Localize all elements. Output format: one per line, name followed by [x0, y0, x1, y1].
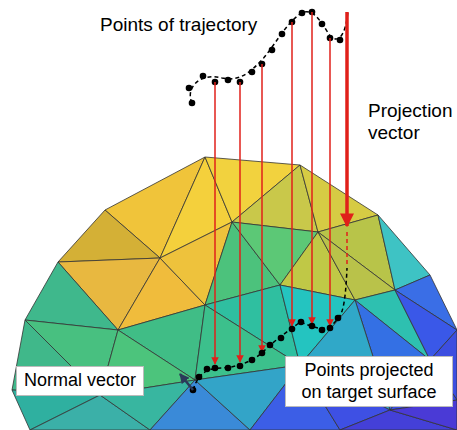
callout-text: Points projected on target surface	[293, 360, 445, 403]
point	[298, 319, 305, 326]
point	[225, 77, 232, 84]
point	[319, 327, 326, 334]
point	[249, 69, 256, 76]
point	[186, 85, 193, 92]
point	[259, 350, 266, 357]
point	[319, 21, 326, 28]
point	[279, 31, 286, 38]
point	[200, 73, 207, 80]
point	[299, 10, 306, 17]
callout-text: Normal vector	[24, 370, 136, 392]
point	[196, 374, 203, 381]
point	[267, 342, 274, 349]
point	[237, 363, 244, 370]
point	[249, 357, 256, 364]
point	[278, 335, 285, 342]
point	[269, 47, 276, 54]
mesh-triangle	[58, 210, 160, 262]
point	[335, 315, 342, 322]
callout-box: Normal vector	[16, 366, 144, 396]
point	[289, 326, 296, 333]
trajectory-label: Points of trajectory	[100, 14, 257, 36]
point	[309, 323, 316, 330]
projection-label: Projection vector	[368, 100, 454, 144]
point	[225, 365, 232, 372]
callout-box: Points projected on target surface	[285, 356, 453, 407]
point	[337, 37, 344, 44]
point	[327, 325, 334, 332]
mesh-triangle	[25, 262, 118, 330]
point	[189, 100, 196, 107]
point	[204, 366, 211, 373]
point	[212, 365, 219, 372]
